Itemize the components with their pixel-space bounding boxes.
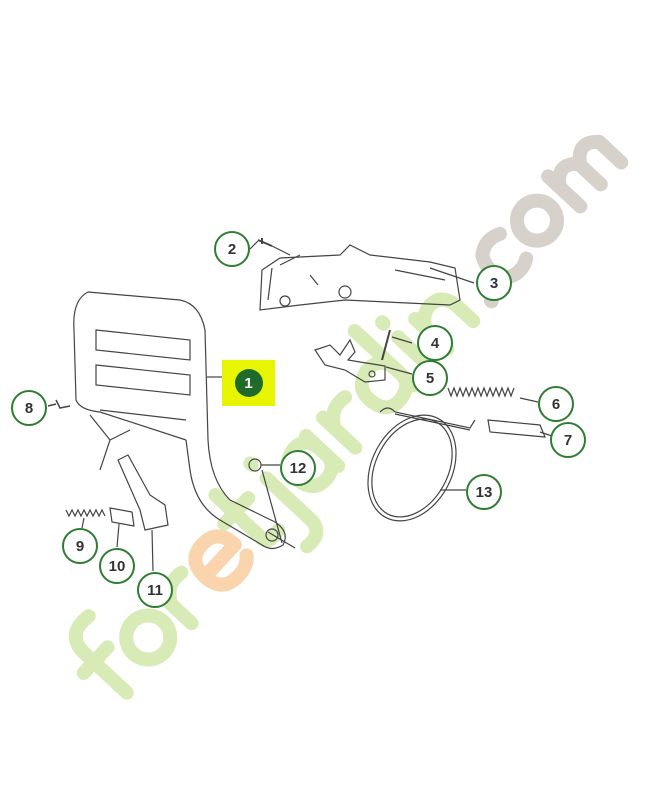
- spring-holder-part: [487, 419, 553, 438]
- callout-4[interactable]: 4: [417, 325, 453, 361]
- part-1-label: 1: [234, 369, 263, 397]
- screw-part: [249, 238, 291, 256]
- bushing-12-part: [248, 458, 283, 544]
- spring-9-part: [65, 508, 106, 529]
- chain-brake-cover-part: [259, 244, 475, 311]
- spring-part: [447, 386, 539, 403]
- brake-band-part: [367, 407, 476, 522]
- highlighted-part-1[interactable]: 1: [222, 360, 275, 406]
- callout-5[interactable]: 5: [412, 360, 448, 396]
- lever-11-part: [117, 454, 169, 572]
- callout-2[interactable]: 2: [214, 231, 250, 267]
- pin-10-part: [109, 507, 135, 548]
- callout-13[interactable]: 13: [466, 474, 502, 510]
- callout-8[interactable]: 8: [11, 390, 47, 426]
- callout-6[interactable]: 6: [538, 386, 574, 422]
- callout-11[interactable]: 11: [137, 572, 173, 608]
- callout-9[interactable]: 9: [62, 528, 98, 564]
- front-handle-part: [73, 291, 296, 550]
- brake-lever-part: [314, 329, 413, 383]
- callout-3[interactable]: 3: [476, 265, 512, 301]
- callout-12[interactable]: 12: [280, 450, 316, 486]
- callout-7[interactable]: 7: [550, 422, 586, 458]
- screw-8-part: [47, 399, 71, 409]
- callout-10[interactable]: 10: [99, 548, 135, 584]
